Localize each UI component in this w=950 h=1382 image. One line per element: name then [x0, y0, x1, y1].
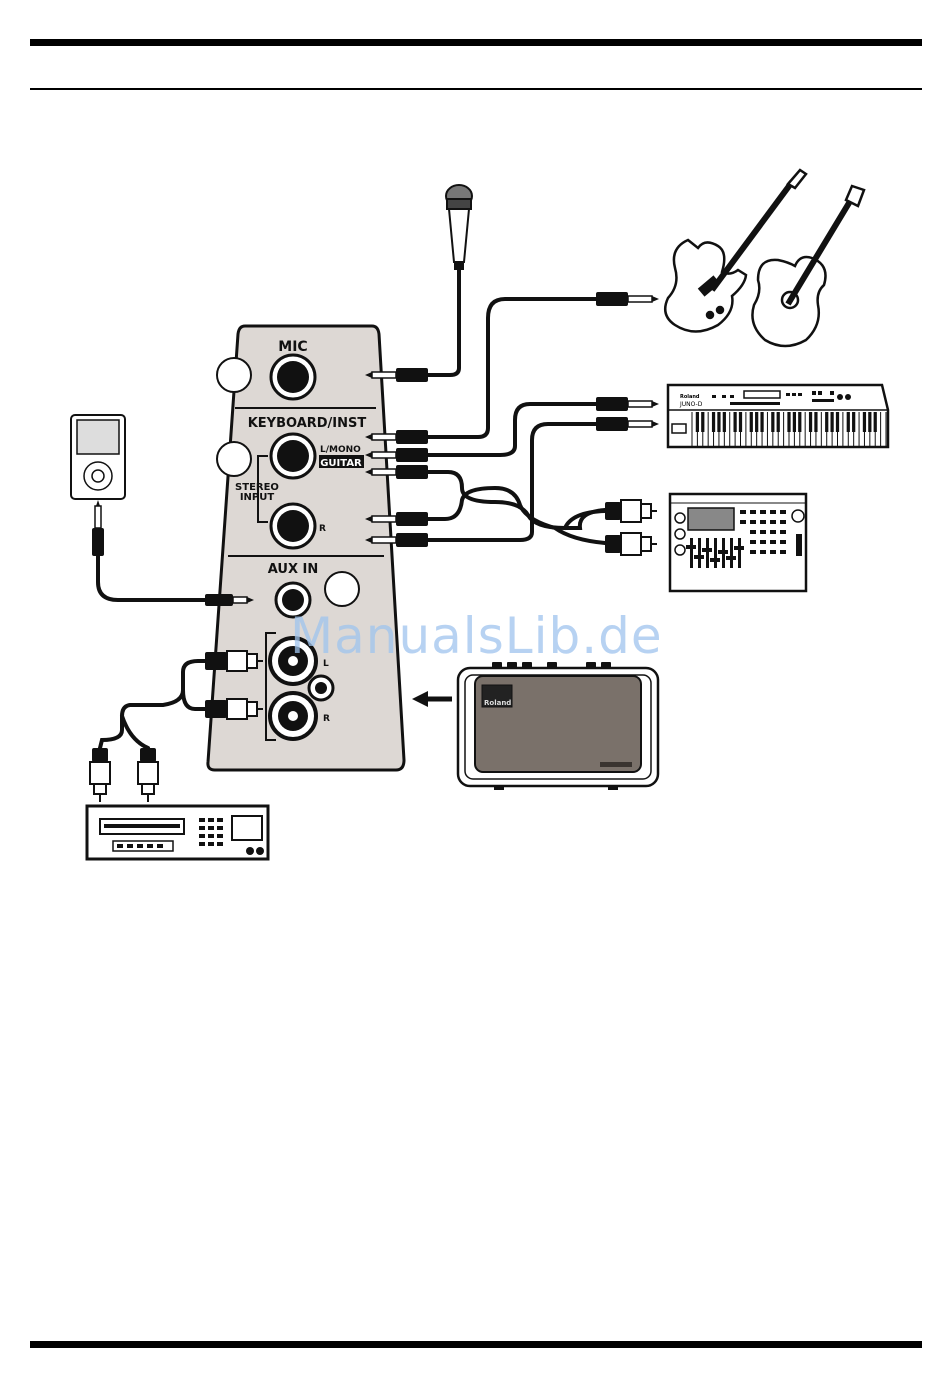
keyboard-end-plug-r — [596, 417, 659, 431]
keyboard-l-jack — [271, 434, 315, 478]
amp-brand-label: Roland — [484, 699, 511, 707]
callout-2 — [217, 442, 251, 476]
keyboard-model-label: JUNO-D — [679, 401, 703, 408]
keyboard-l-cable — [428, 404, 596, 455]
guitar-label: GUITAR — [320, 458, 362, 469]
callout-3 — [325, 572, 359, 606]
ipod-cable — [98, 555, 205, 600]
ipod-end-plug — [92, 500, 104, 556]
keyboard-synth-icon: Roland JUNO-D — [668, 385, 888, 447]
keyboard-r-jack — [271, 504, 315, 548]
cd-r-cable — [122, 690, 205, 748]
cd-rca-plug-l — [90, 748, 110, 802]
guitar-end-plug — [596, 292, 659, 306]
stereo-r-label: R — [319, 524, 326, 534]
aux-rca-r-plug — [205, 699, 263, 719]
aux-rca-l-plug — [205, 651, 263, 671]
microphone-icon — [446, 185, 472, 270]
mic-label: MIC — [278, 339, 307, 355]
digital-recorder-icon — [670, 494, 806, 591]
cd-rca-plug-r — [138, 748, 158, 802]
mic-jack — [271, 355, 315, 399]
aux-rca-r-jack — [270, 693, 316, 739]
watermark: ManualsLib.de — [290, 607, 663, 665]
guitar-cable — [428, 299, 596, 437]
lmono-label: L/MONO — [320, 445, 361, 455]
keyboard-end-plug-l — [596, 397, 659, 411]
keyboard-inst-label: KEYBOARD/INST — [248, 416, 367, 431]
recorder-split-cable — [565, 511, 605, 528]
aux-r-label: R — [323, 714, 330, 724]
recorder-rca-plug-l — [605, 500, 657, 522]
callout-1 — [217, 358, 251, 392]
arrow-left-icon — [412, 691, 452, 707]
cd-l-cable — [100, 661, 205, 748]
mic-cable — [428, 268, 459, 375]
portable-player-icon — [71, 415, 125, 499]
keyboard-brand-label: Roland — [680, 394, 700, 400]
aux-level-knob — [309, 676, 333, 700]
amplifier-icon: Roland — [458, 662, 658, 790]
input-label: INPUT — [240, 492, 275, 503]
aux-in-label: AUX IN — [268, 562, 318, 577]
recorder-rca-plug-r — [605, 533, 657, 555]
cd-player-icon — [87, 806, 268, 859]
